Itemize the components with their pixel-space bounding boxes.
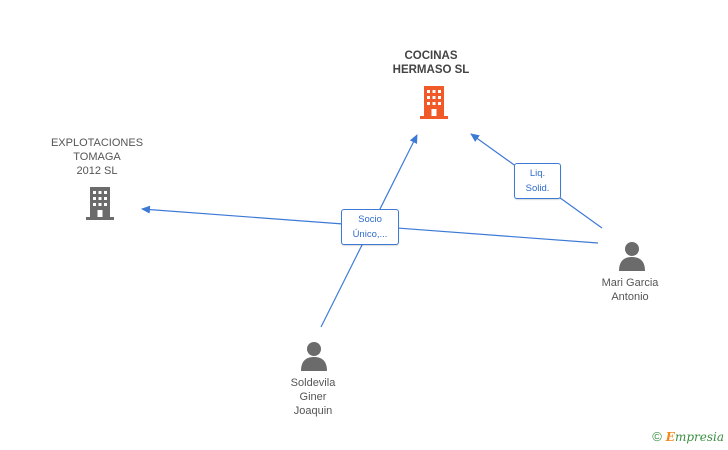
person-label-mari-garcia[interactable]: Mari Garcia Antonio [601, 277, 659, 303]
brand-initial: E [665, 429, 675, 444]
other-company-label[interactable]: EXPLOTACIONES TOMAGA 2012 SL [50, 137, 144, 177]
main-company-label[interactable]: COCINAS HERMASO SL [392, 50, 470, 76]
footer-brand: © Empresia [652, 429, 724, 444]
brand-name: mpresia [674, 429, 724, 444]
person-icon[interactable] [617, 240, 647, 272]
building-icon[interactable] [84, 185, 116, 221]
person-icon[interactable] [299, 340, 329, 372]
building-icon[interactable] [418, 84, 450, 120]
person-label-soldevila[interactable]: Soldevila Giner Joaquin [290, 377, 336, 417]
liq-solid-badge[interactable]: Liq. Solid. [514, 163, 561, 199]
copyright-icon: © [652, 429, 662, 444]
brand-logo[interactable]: Empresia [666, 430, 724, 444]
socio-unico-badge[interactable]: Socio Único,... [341, 209, 399, 245]
